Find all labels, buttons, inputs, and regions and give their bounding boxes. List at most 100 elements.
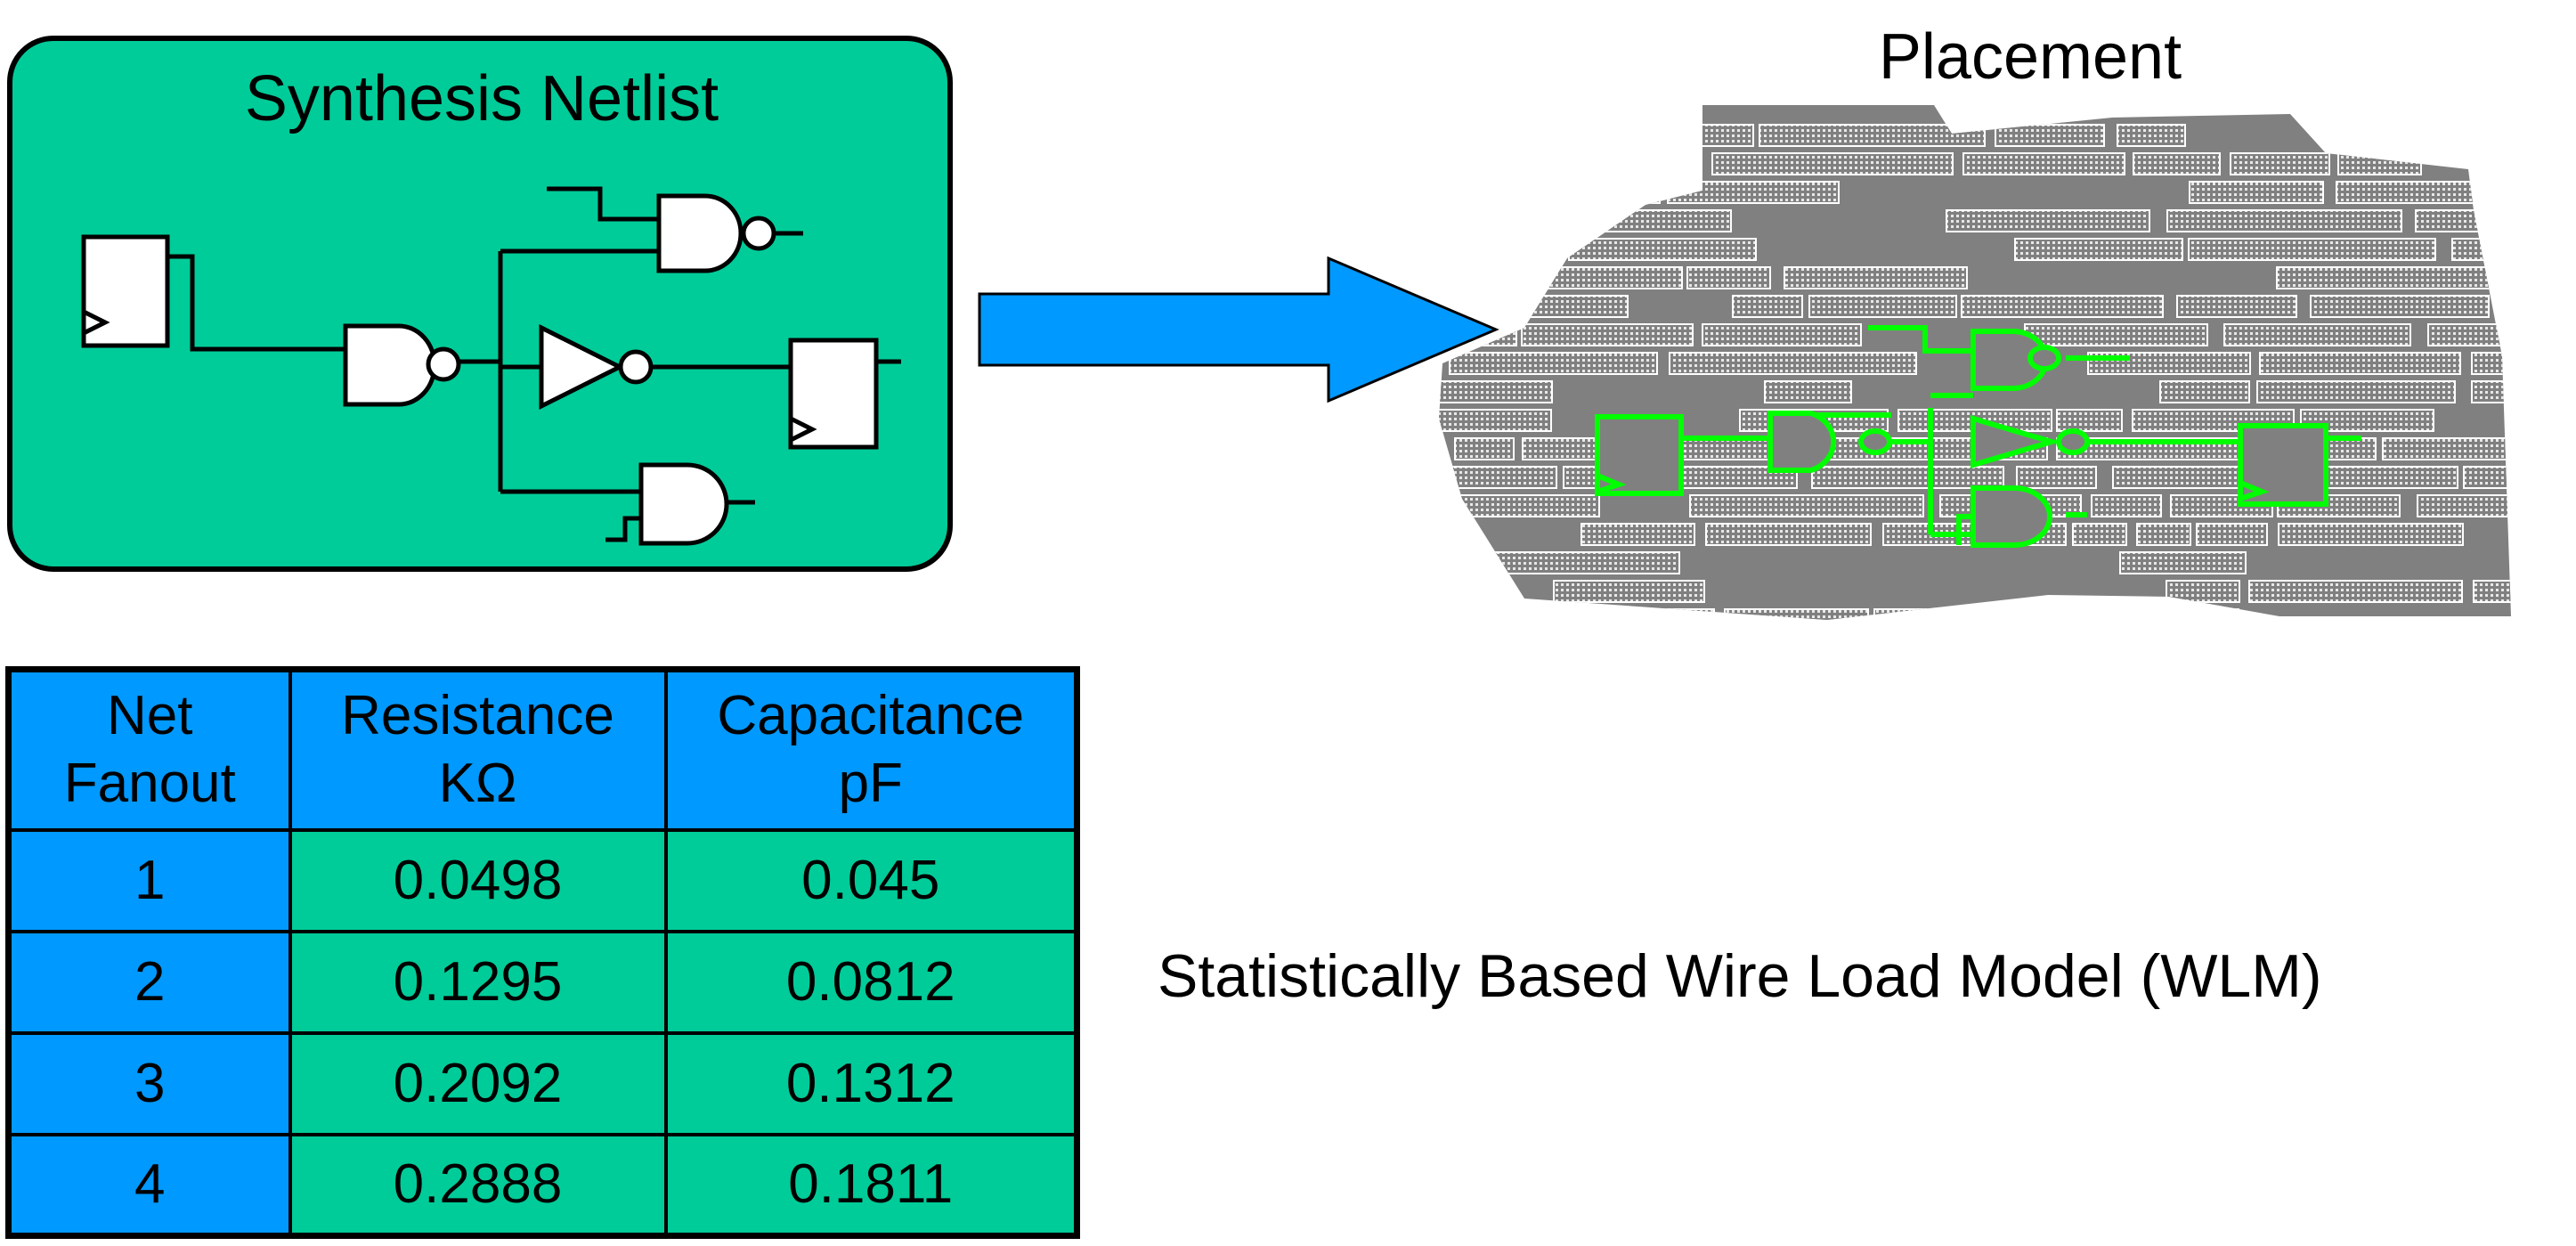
table-header-row: Net Fanout Resistance KΩ Capacitance pF (6, 667, 1079, 832)
resistance-cell: 0.1295 (288, 929, 668, 1035)
standard-cell (1568, 238, 1757, 261)
placed-netlist (1595, 325, 2361, 548)
standard-cell (2014, 238, 2183, 261)
capacitance-cell: 0.1811 (663, 1132, 1079, 1238)
standard-cell (2072, 523, 2127, 546)
fanout-cell: 1 (6, 827, 292, 933)
standard-cell (2248, 580, 2463, 603)
table-row: 2 0.1295 0.0812 (6, 929, 1079, 1035)
standard-cell (1442, 494, 1600, 517)
fanout-cell: 4 (6, 1132, 292, 1238)
arrow-right-icon (978, 256, 1499, 403)
standard-cell (1439, 409, 1552, 432)
standard-cell (1613, 124, 1754, 147)
standard-cell (1439, 466, 1557, 489)
standard-cell (2166, 580, 2240, 603)
standard-cell (1732, 295, 1803, 318)
standard-cell (1946, 209, 2150, 232)
nand-gate-icon (343, 323, 461, 407)
fanout-cell: 2 (6, 929, 292, 1035)
standard-cell (2189, 181, 2324, 204)
standard-cell (1439, 181, 1661, 204)
standard-cell (2166, 209, 2402, 232)
standard-cell (2196, 523, 2268, 546)
standard-cell (1995, 124, 2105, 147)
standard-cell (2024, 323, 2208, 346)
resistance-cell: 0.0498 (288, 827, 668, 933)
standard-cell (2336, 181, 2511, 204)
header-line: KΩ (438, 753, 517, 815)
flip-flop-icon (1595, 414, 1684, 496)
standard-cell (1724, 608, 1869, 620)
column-header-net-fanout: Net Fanout (6, 667, 292, 832)
wire (605, 516, 641, 542)
standard-cell (1439, 380, 1553, 403)
standard-cell (2056, 409, 2123, 432)
standard-cell (2427, 323, 2511, 346)
column-header-capacitance: Capacitance pF (663, 667, 1079, 832)
standard-cell (2463, 466, 2511, 489)
standard-cell (2382, 437, 2511, 460)
nand-gate-icon (1767, 411, 1892, 473)
header-line: Net (107, 685, 193, 747)
standard-cell (2473, 580, 2511, 603)
standard-cell (2259, 352, 2461, 375)
nand-gate-icon (1971, 329, 2061, 391)
inverter-icon (539, 323, 654, 411)
nand-gate-icon (656, 193, 776, 273)
standard-cell (1439, 238, 1560, 261)
standard-cell (1961, 295, 2164, 318)
header-line: pF (838, 753, 903, 815)
standard-cell (1873, 608, 2026, 620)
table-row: 1 0.0498 0.045 (6, 827, 1079, 933)
synthesis-netlist-title: Synthesis Netlist (244, 63, 719, 134)
standard-cell (1439, 323, 1517, 346)
standard-cell (2278, 523, 2464, 546)
standard-cell (1521, 323, 1694, 346)
fanout-cell: 3 (6, 1030, 292, 1136)
inverter-icon (1971, 414, 2090, 469)
standard-cell (2256, 380, 2456, 403)
standard-cell (2016, 466, 2097, 489)
standard-cell (2498, 295, 2511, 318)
standard-cell (2136, 523, 2191, 546)
header-line: Capacitance (717, 685, 1025, 747)
placement-title: Placement (1878, 21, 2182, 93)
table-row: 3 0.2092 0.1312 (6, 1030, 1079, 1136)
standard-cell (1459, 551, 1680, 574)
header-line: Fanout (63, 753, 236, 815)
standard-cell (1452, 266, 1683, 289)
flip-flop-icon (81, 234, 170, 348)
column-header-resistance: Resistance KΩ (288, 667, 668, 832)
standard-cell (2417, 494, 2511, 517)
wire-load-model-table: Net Fanout Resistance KΩ Capacitance pF … (5, 666, 1080, 1239)
standard-cell (1689, 494, 1924, 517)
standard-cell (2230, 152, 2330, 175)
standard-cell (2032, 608, 2239, 620)
standard-cell (2188, 238, 2436, 261)
standard-cell (2117, 124, 2186, 147)
standard-cell (2310, 295, 2490, 318)
standard-cell (2337, 152, 2422, 175)
standard-cell (1702, 323, 1862, 346)
standard-cell (2176, 295, 2297, 318)
standard-cell (1759, 124, 1986, 147)
standard-cell (2471, 380, 2511, 403)
header-line: Resistance (341, 685, 614, 747)
standard-cell (1784, 266, 1968, 289)
standard-cell (1449, 352, 1658, 375)
standard-cell (2133, 152, 2221, 175)
table-row: 4 0.2888 0.1811 (6, 1132, 1079, 1238)
netlist-schematic (81, 186, 901, 546)
standard-cell (1581, 523, 1695, 546)
standard-cell (1711, 152, 1954, 175)
standard-cell (2119, 551, 2247, 574)
wire (547, 186, 659, 222)
standard-cell (1705, 523, 1872, 546)
wlm-caption: Statistically Based Wire Load Model (WLM… (1158, 942, 2322, 1010)
standard-cell (2451, 238, 2511, 261)
and-gate-icon (1971, 485, 2052, 548)
standard-cell (1669, 352, 1917, 375)
standard-cell (2276, 266, 2493, 289)
standard-cell (2415, 209, 2511, 232)
